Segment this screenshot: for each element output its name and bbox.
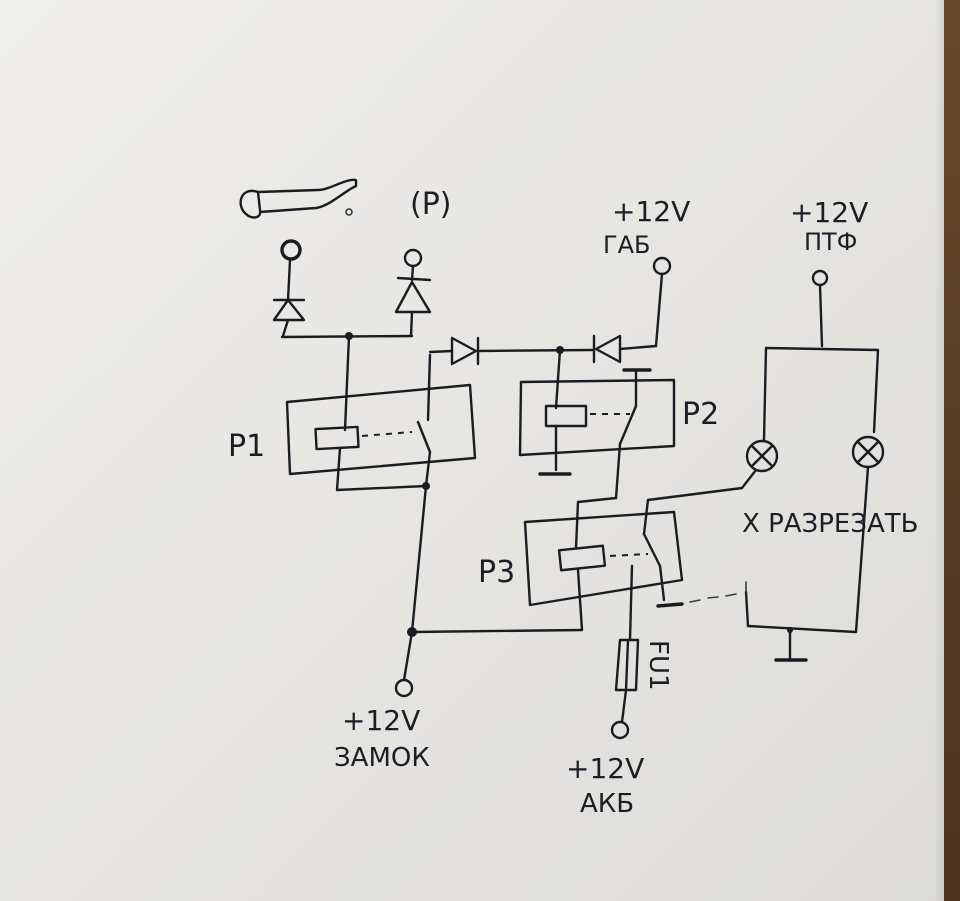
fuse-label: FU1 xyxy=(643,640,673,691)
ptf-terminal xyxy=(811,269,829,287)
ptf-voltage-label: +12V xyxy=(790,196,868,229)
relay-p1-label: P1 xyxy=(228,429,265,464)
battery-terminal xyxy=(610,720,630,740)
left-diode xyxy=(272,239,306,338)
ignition-terminal xyxy=(394,678,414,698)
parking-mark-label: (P) xyxy=(410,187,452,222)
battery-voltage-label: +12V xyxy=(566,752,644,785)
handbrake-lever-icon xyxy=(239,178,358,219)
gab-voltage-label: +12V xyxy=(612,195,690,228)
diode-from-gab xyxy=(592,334,622,364)
relay-p3 xyxy=(523,498,684,642)
lamp-right-icon xyxy=(851,435,885,469)
wooden-table-edge xyxy=(944,0,960,901)
ignition-voltage-label: +12V xyxy=(342,704,420,737)
relay-p2 xyxy=(518,348,676,550)
battery-name-label: АКБ xyxy=(580,789,634,819)
ptf-name-label: ПТФ xyxy=(804,228,857,256)
right-diode xyxy=(394,248,432,338)
fuse-fu1 xyxy=(610,638,640,740)
ignition-name-label: ЗАМОК xyxy=(334,743,430,773)
relay-p3-label: P3 xyxy=(478,555,515,590)
relay-p1 xyxy=(285,353,477,492)
paper-edge-shadow xyxy=(934,0,944,901)
diode-to-p2 xyxy=(450,336,480,366)
relay-p2-label: P2 xyxy=(682,397,719,432)
lamp-left-icon xyxy=(745,439,779,473)
cut-note-label: X РАЗРЕЗАТЬ xyxy=(742,509,919,539)
gab-name-label: ГАБ xyxy=(603,231,651,259)
gab-terminal xyxy=(652,256,672,276)
